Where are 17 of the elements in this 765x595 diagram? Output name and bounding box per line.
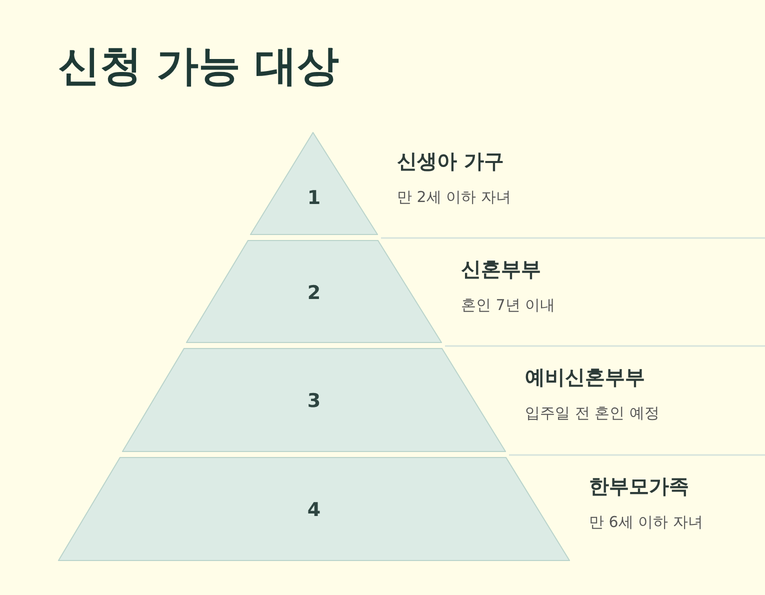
tier-heading: 예비신혼부부: [525, 364, 645, 391]
tier-heading: 신생아 가구: [397, 148, 504, 175]
tier-number: 4: [306, 499, 322, 521]
tier-description: 혼인 7년 이내: [461, 296, 556, 315]
tier-number: 2: [306, 282, 322, 304]
title: 신청 가능 대상: [58, 40, 340, 92]
pyramid-tier: [58, 457, 570, 561]
tier-heading: 한부모가족: [589, 473, 689, 500]
pyramid-tier: [122, 348, 506, 452]
tier-description: 만 2세 이하 자녀: [397, 188, 511, 207]
pyramid-tier: [186, 240, 442, 343]
tier-heading: 신혼부부: [461, 256, 541, 283]
pyramid-apex: [250, 132, 378, 235]
tier-number: 3: [306, 390, 322, 412]
tier-description: 만 6세 이하 자녀: [589, 513, 703, 532]
tier-description: 입주일 전 혼인 예정: [525, 404, 660, 423]
tier-number: 1: [306, 187, 322, 209]
